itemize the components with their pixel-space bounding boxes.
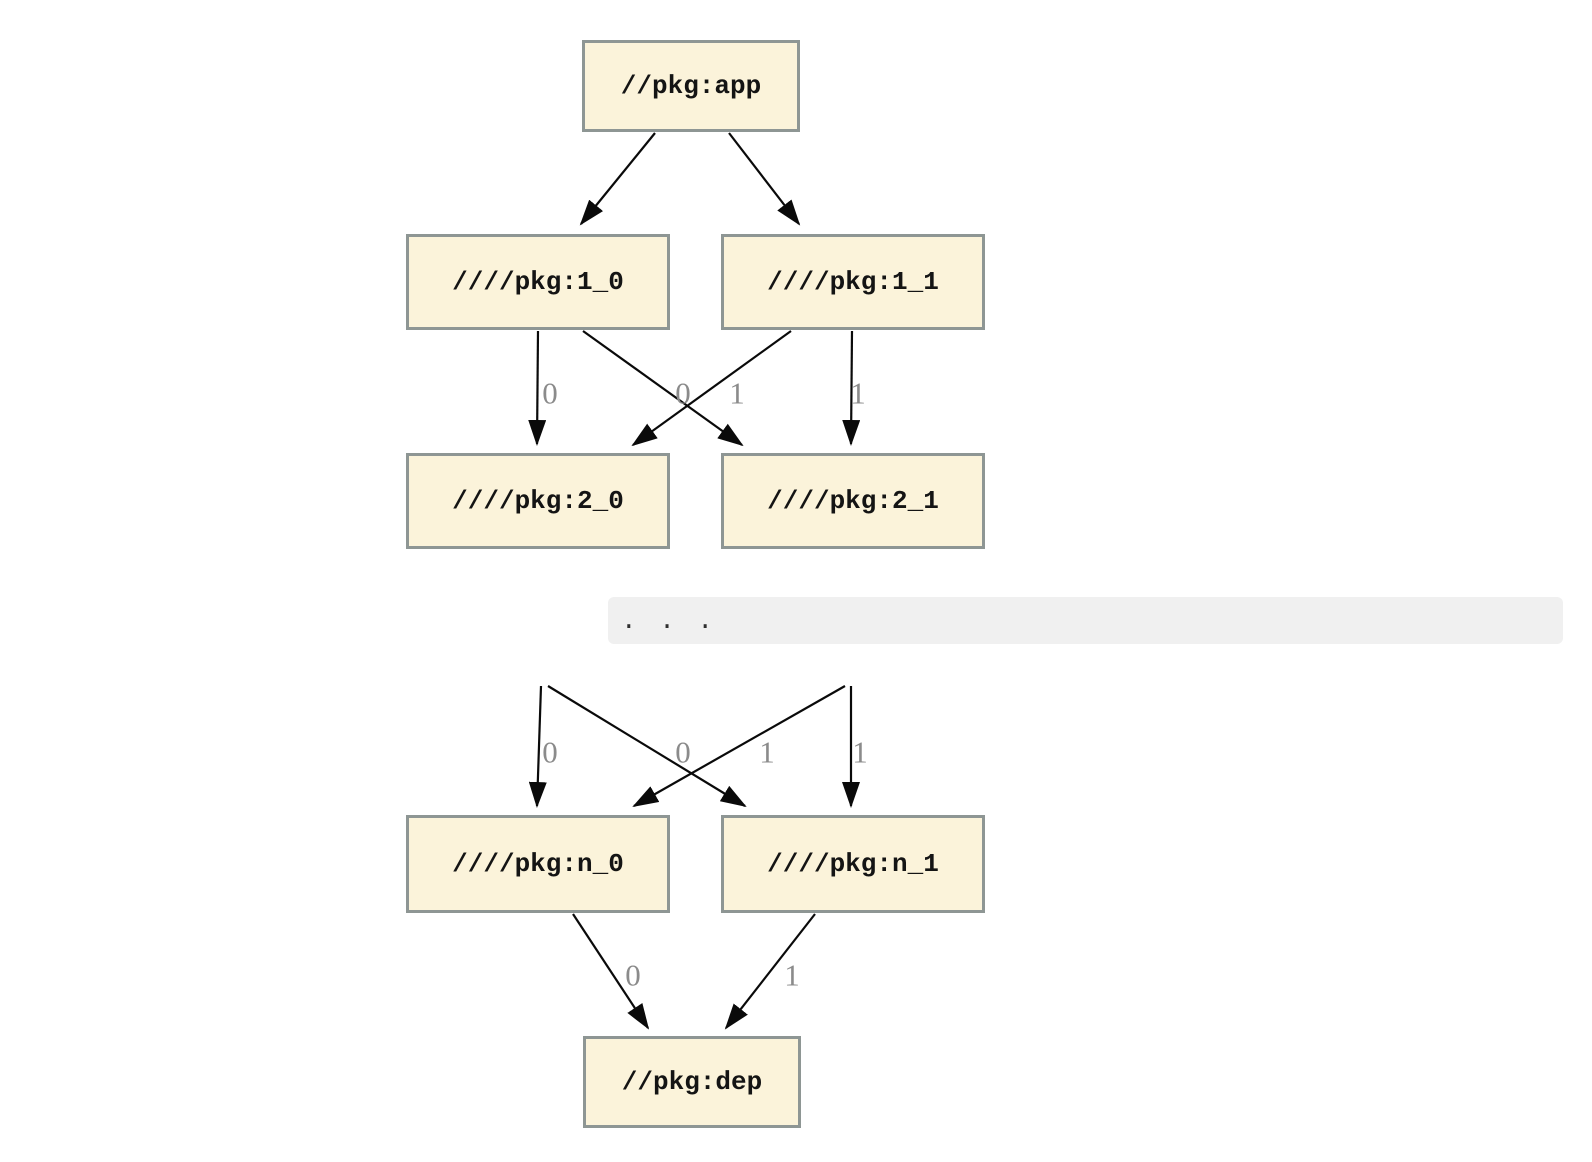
node-pkg-dep: //pkg:dep bbox=[583, 1036, 801, 1128]
edge-label: 0 bbox=[675, 734, 691, 770]
edge-label: 0 bbox=[675, 375, 691, 411]
edge-label: 1 bbox=[759, 734, 775, 770]
edge-1_1-to-2_0 bbox=[631, 330, 792, 447]
node-label: ////pkg:2_1 bbox=[767, 486, 939, 516]
node-label: ////pkg:1_0 bbox=[452, 267, 624, 297]
edge-mid-left-to-n_0 bbox=[528, 685, 547, 808]
edge-label: 1 bbox=[852, 734, 868, 770]
node-label: ////pkg:2_0 bbox=[452, 486, 624, 516]
edge-label: 1 bbox=[784, 957, 800, 993]
ellipsis-text: . . . bbox=[621, 605, 717, 636]
edge-mid-left-to-n_1 bbox=[547, 685, 747, 808]
edge-1_0-to-2_1 bbox=[582, 330, 744, 447]
edge-n_0-to-dep bbox=[572, 913, 650, 1030]
node-pkg-1_0: ////pkg:1_0 bbox=[406, 234, 670, 330]
edge-app-to-1_1 bbox=[728, 132, 801, 226]
edge-1_1-to-2_1 bbox=[842, 330, 861, 446]
node-pkg-n_1: ////pkg:n_1 bbox=[721, 815, 985, 913]
edge-n_1-to-dep bbox=[724, 913, 816, 1030]
edge-label: 1 bbox=[729, 375, 745, 411]
ellipsis-band: . . . bbox=[608, 597, 1563, 644]
node-pkg-1_1: ////pkg:1_1 bbox=[721, 234, 985, 330]
node-label: ////pkg:n_1 bbox=[767, 849, 939, 879]
node-pkg-app: //pkg:app bbox=[582, 40, 800, 132]
node-pkg-2_0: ////pkg:2_0 bbox=[406, 453, 670, 549]
edge-label: 0 bbox=[542, 375, 558, 411]
edge-label: 0 bbox=[625, 957, 641, 993]
edge-app-to-1_0 bbox=[579, 132, 656, 226]
node-pkg-n_0: ////pkg:n_0 bbox=[406, 815, 670, 913]
node-label: //pkg:app bbox=[620, 71, 762, 101]
node-label: ////pkg:1_1 bbox=[767, 267, 939, 297]
node-label: //pkg:dep bbox=[621, 1067, 763, 1097]
edge-mid-right-to-n_0 bbox=[632, 685, 846, 807]
edge-label: 0 bbox=[542, 734, 558, 770]
edge-label: 1 bbox=[850, 375, 866, 411]
node-label: ////pkg:n_0 bbox=[452, 849, 624, 879]
node-pkg-2_1: ////pkg:2_1 bbox=[721, 453, 985, 549]
edge-1_0-to-2_0 bbox=[528, 330, 547, 446]
